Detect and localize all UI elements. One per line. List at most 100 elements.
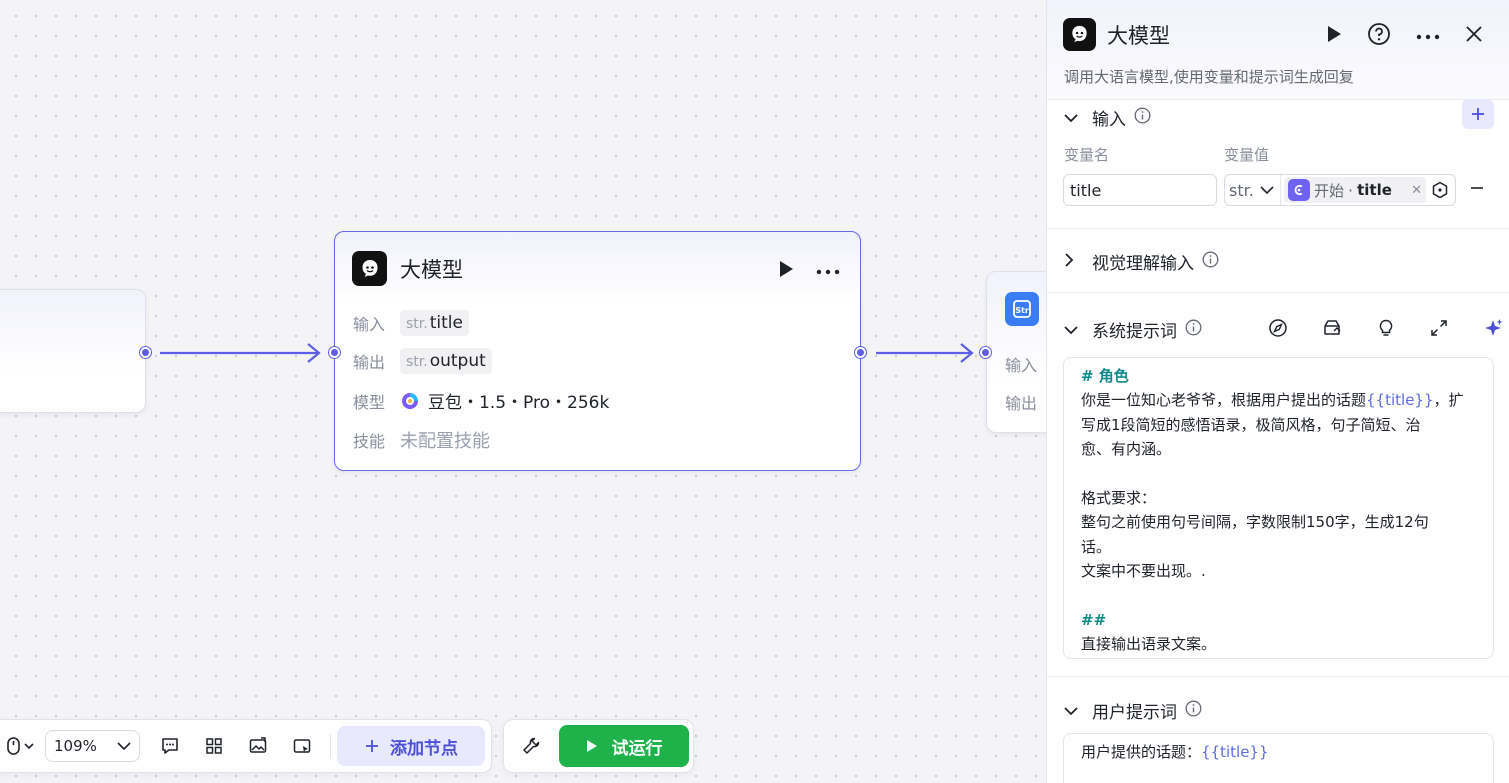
wrench-icon[interactable]	[518, 736, 544, 756]
prompt-line: 话。	[1081, 537, 1112, 556]
skill-row-label: 技能	[353, 432, 386, 451]
system-prompt-section-toggle[interactable]: 系统提示词	[1064, 317, 1202, 342]
next-node-input-port[interactable]	[980, 347, 991, 358]
start-node-output-port[interactable]	[140, 347, 151, 358]
llm-node-output-port[interactable]	[855, 347, 866, 358]
image-export-icon[interactable]	[236, 736, 280, 756]
reference-source-text: 开始	[1314, 181, 1345, 200]
panel-title: 大模型	[1107, 23, 1170, 48]
info-icon[interactable]	[1134, 107, 1151, 129]
prompt-text: ，扩	[1433, 391, 1464, 410]
test-run-button[interactable]: 试运行	[559, 725, 689, 767]
input-section-title: 输入	[1092, 110, 1126, 130]
system-prompt-title: 系统提示词	[1092, 322, 1177, 342]
variable-name-text: title	[1070, 180, 1102, 200]
system-prompt-editor[interactable]: # 角色 你是一位知心老爷爷，根据用户提出的话题{{title}}，扩 写成1段…	[1063, 357, 1494, 659]
lightbulb-icon[interactable]	[1376, 318, 1396, 342]
play-icon	[586, 740, 597, 752]
prompt-line: 愈、有内涵。	[1081, 440, 1172, 459]
text-process-node[interactable]: Str 输入 输出	[986, 271, 1046, 433]
toolbar-divider	[330, 734, 331, 758]
clear-reference-icon[interactable]: ✕	[1411, 182, 1422, 198]
output-var-text: output	[429, 351, 486, 371]
user-prompt-editor[interactable]: 用户提供的话题：{{title}}	[1063, 733, 1494, 783]
vision-section-toggle[interactable]: 视觉理解输入	[1064, 249, 1219, 274]
output-type-text: str.	[406, 354, 428, 370]
expand-icon[interactable]	[1430, 319, 1448, 341]
model-value-text: 豆包・1.5・Pro・256k	[428, 393, 610, 413]
output-row-label: 输出	[353, 353, 386, 372]
run-toolbar: 试运行	[503, 719, 694, 773]
minimap-icon[interactable]	[280, 736, 324, 756]
close-icon[interactable]	[1465, 25, 1483, 47]
ai-sparkle-icon[interactable]	[1482, 317, 1504, 343]
zoom-value: 109%	[54, 737, 97, 755]
chevron-down-icon	[1064, 108, 1078, 128]
prompt-line: 写成1段简短的感悟语录，极简风格，句子简短、治	[1081, 415, 1421, 434]
chevron-right-icon	[1064, 252, 1078, 272]
llm-node-model-row: 模型 豆包・1.5・Pro・256k	[353, 388, 609, 413]
prompt-line: 直接输出语录文案。	[1081, 635, 1217, 654]
variable-picker-icon[interactable]	[1430, 180, 1450, 200]
variable-value-field[interactable]: str. 开始 · title ✕	[1224, 174, 1456, 206]
model-row-label: 模型	[353, 392, 386, 412]
prompt-library-icon[interactable]	[1322, 318, 1342, 342]
section-divider	[1047, 676, 1509, 677]
variable-name-input[interactable]: title	[1063, 174, 1217, 206]
reference-chip[interactable]: 开始 · title ✕	[1284, 177, 1426, 203]
llm-node-header: 大模型	[352, 251, 463, 286]
doubao-logo-icon	[400, 391, 420, 411]
add-node-button[interactable]: 添加节点	[337, 726, 485, 766]
info-icon[interactable]	[1185, 700, 1202, 722]
zoom-select[interactable]: 109%	[45, 730, 140, 762]
edge-llm-to-next	[876, 343, 974, 363]
prompt-variable: {{title}}	[1201, 743, 1269, 761]
chevron-down-icon	[117, 737, 131, 755]
llm-node-output-row: 输出 str.output	[353, 348, 492, 374]
info-icon[interactable]	[1202, 251, 1219, 273]
node-config-panel: 大模型 调用大语言模型,使用变量和提示词生成回复 输入 变量名 变量值 titl…	[1046, 0, 1509, 783]
help-icon[interactable]	[1367, 22, 1391, 50]
compass-icon[interactable]	[1268, 318, 1288, 342]
user-prompt-section-toggle[interactable]: 用户提示词	[1064, 698, 1202, 723]
user-prompt-title: 用户提示词	[1092, 703, 1177, 723]
workflow-canvas[interactable]: 大模型 输入 str.title 输出 str.output 模型 豆包・1.5…	[0, 0, 1046, 783]
str-node-icon: Str	[1005, 292, 1039, 326]
node-more-icon[interactable]	[816, 263, 840, 279]
llm-node-input-row: 输入 str.title	[353, 310, 469, 336]
prompt-blank-line	[1081, 584, 1476, 608]
prompt-line: 你是一位知心老爷爷，根据用户提出的话题{{title}}，扩	[1081, 388, 1476, 412]
panel-description: 调用大语言模型,使用变量和提示词生成回复	[1064, 68, 1354, 86]
prompt-heading: ##	[1081, 611, 1107, 630]
info-icon[interactable]	[1185, 319, 1202, 341]
llm-node-input-port[interactable]	[329, 347, 340, 358]
llm-node-skill-row: 技能 未配置技能	[353, 427, 490, 453]
llm-node[interactable]: 大模型 输入 str.title 输出 str.output 模型 豆包・1.5…	[334, 231, 861, 471]
prompt-text: 你是一位知心老爷爷，根据用户提出的话题	[1081, 391, 1367, 410]
mouse-mode-icon[interactable]	[0, 736, 41, 756]
llm-node-title: 大模型	[400, 257, 463, 282]
prompt-line: 文案中不要出现。.	[1081, 562, 1206, 581]
add-node-label: 添加节点	[390, 738, 458, 759]
type-select[interactable]: str.	[1225, 175, 1281, 205]
reference-separator: ·	[1348, 180, 1354, 200]
input-row-label: 输入	[353, 315, 386, 334]
node-run-icon[interactable]	[778, 260, 794, 282]
add-input-button[interactable]	[1462, 99, 1494, 129]
next-node-output-label: 输出	[1005, 394, 1038, 413]
remove-input-icon[interactable]	[1469, 180, 1485, 200]
canvas-toolbar: 109% 添加节点	[0, 719, 492, 773]
panel-more-icon[interactable]	[1416, 28, 1440, 44]
layout-grid-icon[interactable]	[192, 736, 236, 756]
reference-field-text: title	[1357, 181, 1392, 199]
panel-run-icon[interactable]	[1326, 25, 1342, 47]
start-node[interactable]	[0, 289, 146, 413]
input-type-text: str.	[406, 316, 428, 332]
chevron-down-icon	[1064, 320, 1078, 340]
output-variable-tag: str.output	[400, 348, 492, 374]
input-variable-tag: str.title	[400, 310, 469, 336]
llm-model-icon	[352, 251, 387, 286]
input-section-toggle[interactable]: 输入	[1064, 105, 1151, 130]
test-run-label: 试运行	[611, 738, 663, 759]
comment-icon[interactable]	[148, 736, 192, 756]
